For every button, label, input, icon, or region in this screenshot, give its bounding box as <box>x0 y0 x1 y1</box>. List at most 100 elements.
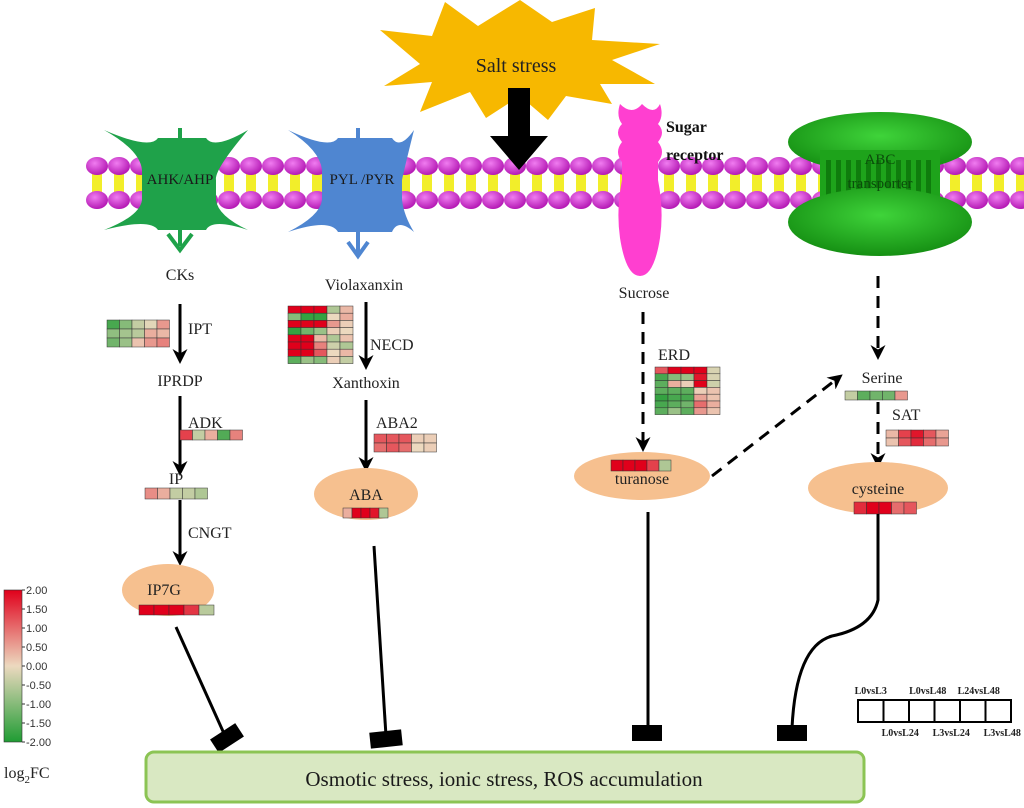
node-aba: ABA <box>349 487 383 504</box>
heatmap-cell <box>667 407 682 415</box>
lipid-tail <box>136 172 146 194</box>
heatmap-cell <box>131 337 145 348</box>
lipid-tail <box>774 172 784 194</box>
heatmap-cell <box>658 459 672 472</box>
lipid-head <box>284 157 306 175</box>
heatmap-cell <box>398 442 412 453</box>
heatmap-cell <box>706 393 721 402</box>
lipid-tail <box>598 172 608 194</box>
lipid-head <box>702 191 724 209</box>
heatmap-cell <box>878 501 892 515</box>
lipid-head <box>460 157 482 175</box>
heatmap-cell <box>693 366 708 375</box>
comparison-key-bottom-label: L0vsL24 <box>882 728 919 739</box>
lipid-head <box>768 157 790 175</box>
color-scale-bar <box>3 589 23 743</box>
lipid-head <box>416 191 438 209</box>
lipid-head <box>680 157 702 175</box>
ahk-label: AHK/AHP <box>147 172 214 188</box>
scale-tick-label: -2.00 <box>26 737 51 749</box>
heatmap-cell <box>423 433 437 444</box>
heatmap-cell <box>106 337 120 348</box>
heatmap-cell <box>706 387 721 395</box>
heatmap-cell <box>313 348 328 357</box>
lipid-head <box>240 191 262 209</box>
heatmap-cell <box>680 380 695 388</box>
heatmap-cell <box>680 400 695 409</box>
heatmap-ip <box>144 487 208 500</box>
heatmap-cell <box>693 400 708 409</box>
heatmap-cell <box>654 400 669 409</box>
arrow-turanose-serine <box>711 374 843 478</box>
lipid-head <box>526 157 548 175</box>
inhibition-line-aba <box>372 545 388 737</box>
lipid-head <box>262 157 284 175</box>
heatmap-cell <box>339 327 354 336</box>
heatmap-cell <box>153 604 170 616</box>
heatmap-cell <box>339 334 354 343</box>
heatmap-sat <box>885 429 949 447</box>
heatmap-cell <box>622 459 636 472</box>
heatmap-cell <box>326 341 341 350</box>
heatmap-erd <box>654 366 721 415</box>
lipid-head <box>966 157 988 175</box>
heatmap-cell <box>351 507 362 519</box>
heatmap-cell <box>646 459 660 472</box>
heatmap-cell <box>326 348 341 357</box>
heatmap-cell <box>326 356 341 364</box>
heatmap-cell <box>326 334 341 343</box>
heatmap-cell <box>313 356 328 364</box>
heatmap-cell <box>634 459 648 472</box>
amino-acid-pathway: Serine SAT cysteine <box>808 276 949 515</box>
heatmap-cell <box>680 366 695 375</box>
sugar-receptor-label-2: receptor <box>666 147 723 164</box>
heatmap-cell <box>378 507 389 519</box>
comparison-key-top-label: L24vsL48 <box>958 686 1000 697</box>
heatmap-cell <box>706 366 721 375</box>
heatmap-cell <box>287 305 302 314</box>
heatmap-cell <box>885 429 899 439</box>
lipid-head <box>746 157 768 175</box>
heatmap-cell <box>179 429 193 441</box>
color-scale-ticks: 2.001.501.000.500.00-0.50-1.00-1.50-2.00 <box>22 585 51 749</box>
heatmap-cell <box>217 429 231 441</box>
heatmap-cell <box>680 393 695 402</box>
lipid-head <box>438 157 460 175</box>
heatmap-cell <box>156 337 170 348</box>
lipid-head <box>592 157 614 175</box>
lipid-head <box>768 191 790 209</box>
lipid-tail <box>950 172 960 194</box>
lipid-tail <box>796 172 806 194</box>
comparison-key-cell <box>857 699 885 723</box>
heatmap-cell <box>326 327 341 336</box>
heatmap-cell <box>313 320 328 328</box>
metabolite-oval-ip7g <box>122 564 214 616</box>
heatmap-cell <box>866 501 880 515</box>
heatmap-cell <box>706 373 721 381</box>
lipid-tail <box>664 172 674 194</box>
heatmap-aba <box>342 507 389 519</box>
heatmap-cell <box>667 373 682 381</box>
heatmap-cell <box>313 312 328 321</box>
heatmap-cell <box>386 433 400 444</box>
aba-pathway: Violaxanxin NECD Xanthoxin ABA2 ABA <box>287 277 437 520</box>
lipid-tail <box>1016 172 1024 194</box>
lipid-head <box>1010 157 1024 175</box>
heatmap-cell <box>339 312 354 321</box>
heatmap-cell <box>369 507 380 519</box>
heatmap-cell <box>131 319 145 330</box>
heatmap-cell <box>706 400 721 409</box>
heatmap-cell <box>198 604 215 616</box>
enzyme-ipt: IPT <box>188 321 212 338</box>
lipid-head <box>482 191 504 209</box>
node-ip: IP <box>169 471 183 488</box>
lipid-tail <box>224 172 234 194</box>
lipid-head <box>988 191 1010 209</box>
heatmap-cell <box>891 501 905 515</box>
lipid-head <box>592 191 614 209</box>
heatmap-cell <box>313 341 328 350</box>
heatmap-cell <box>885 437 899 447</box>
enzyme-erd: ERD <box>658 347 690 364</box>
lipid-head <box>680 191 702 209</box>
heatmap-cell <box>300 341 315 350</box>
